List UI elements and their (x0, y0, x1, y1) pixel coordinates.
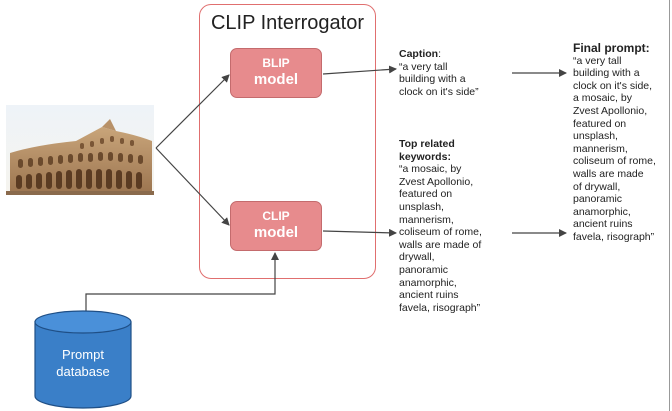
clip-model-label-line1: CLIP (262, 209, 290, 224)
caption-text: “a very tall building with a clock on it… (399, 60, 479, 98)
frame-title: CLIP Interrogator (210, 12, 365, 34)
keywords-text: “a mosaic, by Zvest Apollonio, featured … (399, 163, 482, 314)
keywords-heading: Top related keywords: (399, 138, 455, 163)
right-edge-divider (669, 0, 670, 411)
clip-model-box: CLIP model (230, 201, 322, 251)
arrow-clip-to-keywords (322, 228, 397, 237)
final-prompt-text: “a very tall building with a clock on it… (573, 54, 656, 243)
colosseum-image (6, 105, 154, 195)
blip-model-label-line2: model (253, 71, 299, 89)
caption-output: Caption: “a very tall building with a cl… (399, 48, 509, 98)
caption-heading-colon: : (438, 48, 441, 60)
arrow-image-to-blip (155, 74, 230, 149)
final-prompt-output: Final prompt: “a very tall building with… (573, 42, 669, 244)
blip-model-label-line1: BLIP (262, 56, 290, 71)
blip-model-box: BLIP model (230, 48, 322, 98)
arrow-blip-to-caption (322, 65, 397, 75)
clip-model-label-line2: model (253, 224, 299, 242)
keywords-output: Top related keywords: “a mosaic, by Zves… (399, 138, 509, 314)
prompt-database-icon (34, 310, 132, 409)
arrow-image-to-clip (155, 147, 230, 226)
caption-heading: Caption (399, 48, 439, 60)
arrow-database-to-clip (85, 252, 279, 312)
clip-interrogator-frame (199, 4, 376, 279)
final-prompt-heading: Final prompt: (573, 41, 650, 55)
prompt-database-label: Prompt database (56, 347, 110, 379)
